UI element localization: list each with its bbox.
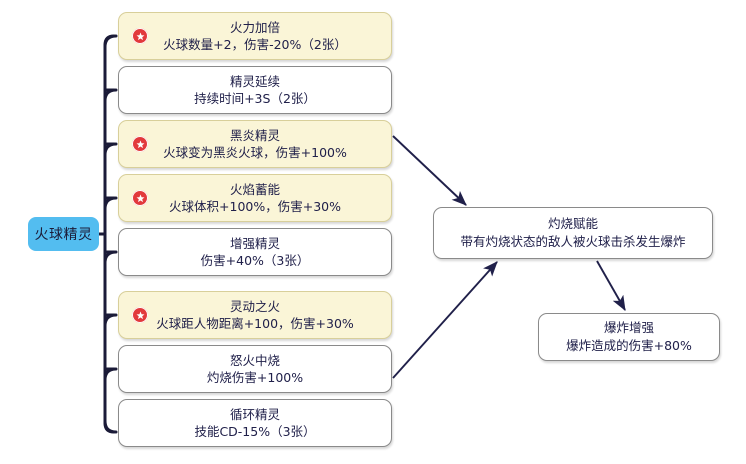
star-badge-icon: [132, 28, 148, 44]
star-badge-icon: [132, 307, 148, 323]
skill-card-4[interactable]: 增强精灵 伤害+40%（3张）: [118, 228, 392, 276]
star-badge-icon: [132, 190, 148, 206]
outcome-title: 灼烧赋能: [547, 216, 598, 231]
skill-card-7[interactable]: 循环精灵 技能CD-15%（3张）: [118, 399, 392, 447]
skill-desc: 技能CD-15%（3张）: [194, 424, 316, 439]
skill-desc: 持续时间+3S（2张）: [194, 91, 316, 106]
arrow-heiyan-to-empower: [392, 135, 467, 206]
branch-1: [103, 34, 116, 47]
outcome-node-blast[interactable]: 爆炸增强 爆炸造成的伤害+80%: [538, 313, 720, 361]
skill-card-3[interactable]: 火焰蓄能 火球体积+100%，伤害+30%: [118, 174, 392, 222]
star-badge-icon: [132, 136, 148, 152]
skill-title: 黑炎精灵: [229, 128, 280, 143]
outcome-desc: 带有灼烧状态的敌人被火球击杀发生爆炸: [460, 234, 686, 249]
outcome-desc: 爆炸造成的伤害+80%: [566, 338, 692, 353]
skill-card-5[interactable]: 灵动之火 火球距人物距离+100，伤害+30%: [118, 291, 392, 339]
outcome-title: 爆炸增强: [603, 320, 654, 335]
skill-desc: 火球距人物距离+100，伤害+30%: [156, 316, 354, 331]
branch-8: [103, 421, 116, 434]
skill-title: 循环精灵: [229, 407, 280, 422]
skill-desc: 灼烧伤害+100%: [206, 370, 304, 385]
skill-desc: 火球数量+2，伤害-20%（2张）: [163, 37, 347, 52]
root-node[interactable]: 火球精灵: [28, 217, 99, 251]
skill-card-2[interactable]: 黑炎精灵 火球变为黑炎火球，伤害+100%: [118, 120, 392, 168]
skill-desc: 火球变为黑炎火球，伤害+100%: [163, 145, 347, 160]
skill-title: 精灵延续: [229, 74, 280, 89]
skill-card-0[interactable]: 火力加倍 火球数量+2，伤害-20%（2张）: [118, 12, 392, 60]
outcome-node-empower[interactable]: 灼烧赋能 带有灼烧状态的敌人被火球击杀发生爆炸: [433, 207, 713, 259]
skill-title: 怒火中烧: [229, 353, 280, 368]
skill-desc: 火球体积+100%，伤害+30%: [169, 199, 341, 214]
skill-card-1[interactable]: 精灵延续 持续时间+3S（2张）: [118, 66, 392, 114]
skill-title: 火焰蓄能: [229, 182, 280, 197]
arrow-empower-to-blast: [596, 260, 626, 311]
skill-card-6[interactable]: 怒火中烧 灼烧伤害+100%: [118, 345, 392, 393]
arrow-nuhuo-to-empower: [392, 261, 498, 379]
skill-title: 火力加倍: [229, 20, 280, 35]
skill-title: 增强精灵: [229, 236, 280, 251]
skill-title: 灵动之火: [229, 299, 280, 314]
skill-desc: 伤害+40%（3张）: [200, 253, 310, 268]
root-node-label: 火球精灵: [34, 227, 93, 243]
